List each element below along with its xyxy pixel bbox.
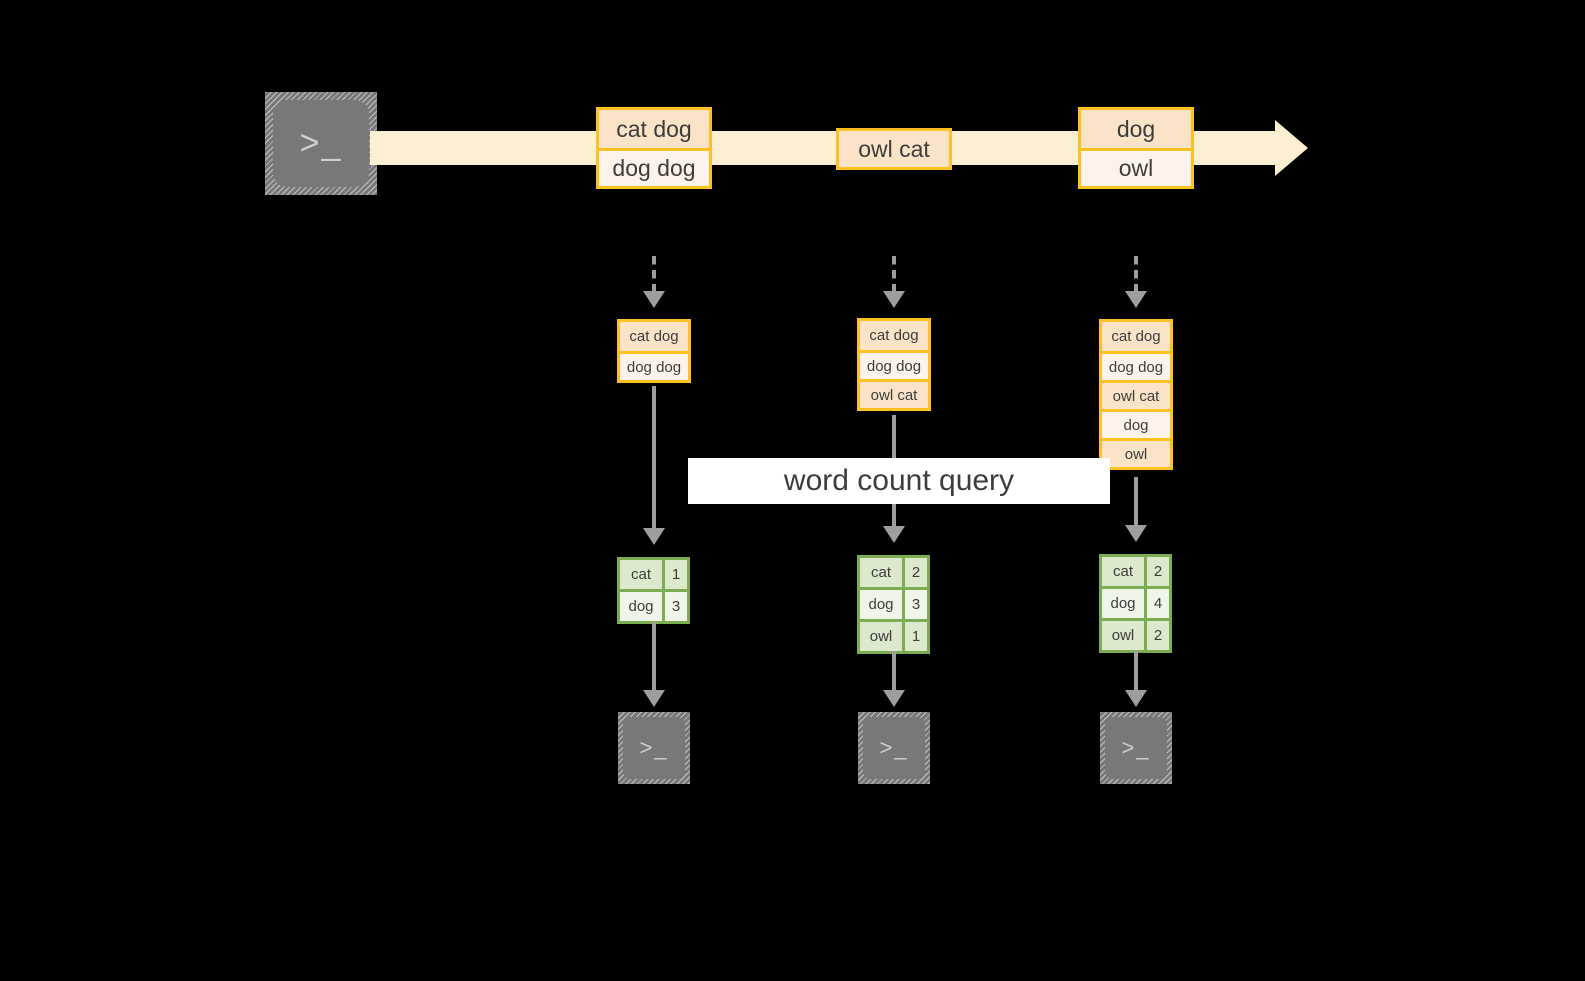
stream-message-group-3: dog owl (1078, 107, 1194, 189)
result-word: dog (1102, 589, 1144, 618)
snapshot-log-2: cat dog dog dog owl cat (857, 318, 931, 411)
result-word: owl (1102, 621, 1144, 650)
query-arrowhead-1 (643, 528, 665, 545)
result-count: 2 (1144, 557, 1169, 586)
log-line: owl (1102, 438, 1170, 467)
sink-terminal-icon-2: >_ (858, 712, 930, 784)
result-row: cat 1 (620, 560, 687, 589)
result-count: 3 (662, 592, 687, 621)
terminal-screen (863, 717, 925, 779)
snapshot-log-1: cat dog dog dog (617, 319, 691, 383)
result-word: dog (860, 590, 902, 619)
source-terminal-icon: >_ (265, 92, 377, 195)
log-line: cat dog (1102, 322, 1170, 351)
query-banner: word count query (688, 458, 1110, 504)
query-connector-3 (1134, 477, 1138, 530)
result-count: 2 (902, 558, 927, 587)
sink-arrowhead-3 (1125, 690, 1147, 707)
snapshot-trigger-arrowhead (1125, 291, 1147, 308)
result-count: 3 (902, 590, 927, 619)
result-count: 1 (902, 622, 927, 651)
result-row: owl 1 (860, 619, 927, 651)
result-row: owl 2 (1102, 618, 1169, 650)
stream-message: dog dog (599, 148, 709, 186)
result-row: dog 3 (620, 589, 687, 621)
result-word: cat (860, 558, 902, 587)
snapshot-trigger-connector (892, 256, 896, 294)
snapshot-log-3: cat dog dog dog owl cat dog owl (1099, 319, 1173, 470)
result-table-1: cat 1 dog 3 (617, 557, 690, 624)
sink-connector-2 (892, 651, 896, 695)
stream-message-group-1: cat dog dog dog (596, 107, 712, 189)
result-row: dog 3 (860, 587, 927, 619)
result-count: 2 (1144, 621, 1169, 650)
result-word: owl (860, 622, 902, 651)
terminal-screen (273, 100, 369, 187)
log-line: dog dog (1102, 351, 1170, 380)
sink-arrowhead-1 (643, 690, 665, 707)
result-word: dog (620, 592, 662, 621)
stream-message: cat dog (599, 110, 709, 148)
snapshot-trigger-connector (652, 256, 656, 294)
log-line: dog dog (620, 351, 688, 380)
result-word: cat (1102, 557, 1144, 586)
terminal-prompt-label: >_ (299, 124, 343, 162)
query-arrowhead-2 (883, 526, 905, 543)
sink-arrowhead-2 (883, 690, 905, 707)
sink-connector-1 (652, 622, 656, 694)
stream-arrow-head (1275, 120, 1308, 176)
terminal-screen (1105, 717, 1167, 779)
terminal-screen (623, 717, 685, 779)
result-table-2: cat 2 dog 3 owl 1 (857, 555, 930, 654)
terminal-prompt-label: >_ (879, 735, 909, 760)
snapshot-trigger-connector (1134, 256, 1138, 294)
result-table-3: cat 2 dog 4 owl 2 (1099, 554, 1172, 653)
stream-message: dog (1081, 110, 1191, 148)
terminal-prompt-label: >_ (1121, 735, 1151, 760)
log-line: dog (1102, 409, 1170, 438)
query-connector-1 (652, 386, 656, 532)
query-arrowhead-3 (1125, 525, 1147, 542)
log-line: owl cat (860, 379, 928, 408)
log-line: dog dog (860, 350, 928, 379)
stream-message-group-2: owl cat (836, 128, 952, 170)
snapshot-trigger-arrowhead (883, 291, 905, 308)
stream-message: owl cat (839, 131, 949, 167)
sink-terminal-icon-1: >_ (618, 712, 690, 784)
log-line: cat dog (860, 321, 928, 350)
sink-connector-3 (1134, 650, 1138, 695)
log-line: cat dog (620, 322, 688, 351)
terminal-prompt-label: >_ (639, 735, 669, 760)
result-count: 1 (662, 560, 687, 589)
result-row: cat 2 (860, 558, 927, 587)
result-row: cat 2 (1102, 557, 1169, 586)
result-count: 4 (1144, 589, 1169, 618)
sink-terminal-icon-3: >_ (1100, 712, 1172, 784)
log-line: owl cat (1102, 380, 1170, 409)
stream-message: owl (1081, 148, 1191, 186)
result-word: cat (620, 560, 662, 589)
snapshot-trigger-arrowhead (643, 291, 665, 308)
result-row: dog 4 (1102, 586, 1169, 618)
